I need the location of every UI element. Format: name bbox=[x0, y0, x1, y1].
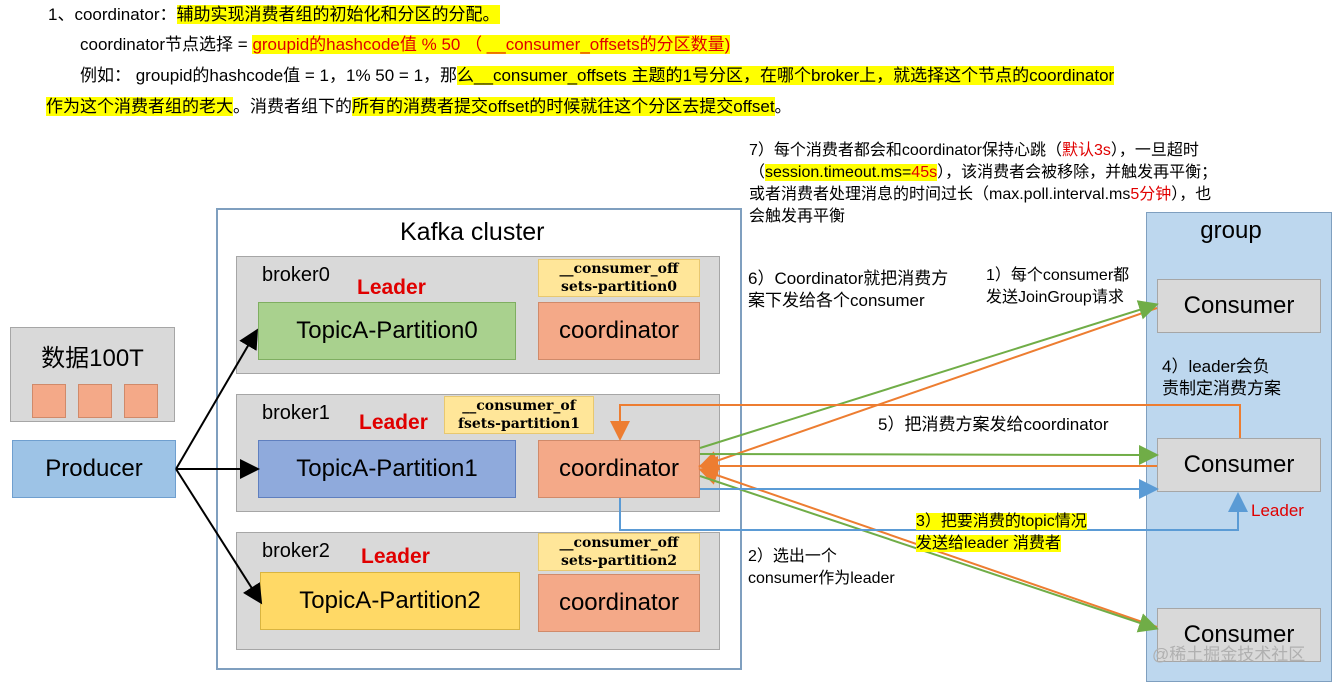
watermark: @稀土掘金技术社区 bbox=[1152, 645, 1306, 664]
joingroup-arrow-1 bbox=[698, 307, 1158, 471]
partition-2: TopicA-Partition2 bbox=[260, 572, 520, 630]
data-block bbox=[32, 384, 66, 418]
plan-arrow-2 bbox=[699, 444, 1159, 465]
data-box-label: 数据100T bbox=[41, 345, 144, 372]
broker-name: broker0 bbox=[262, 264, 330, 286]
leader-label: Leader bbox=[361, 545, 430, 568]
coordinator-0: coordinator bbox=[538, 302, 700, 360]
note-4: 4）leader会负责制定消费方案 bbox=[1162, 357, 1281, 398]
broker-name: broker1 bbox=[262, 402, 330, 424]
partition-1: TopicA-Partition1 bbox=[258, 440, 516, 498]
note-3: 3）把要消费的topic情况 发送给leader 消费者 bbox=[916, 513, 1087, 552]
producer-box: Producer bbox=[12, 440, 176, 498]
plan-to-coordinator-arrow bbox=[610, 404, 1241, 441]
plan-arrow-3 bbox=[699, 475, 1159, 633]
data-block bbox=[124, 384, 158, 418]
producer-arrow-2 bbox=[175, 468, 263, 605]
note-7: 7）每个消费者都会和coordinator保持心跳（默认3s），一旦超时 （se… bbox=[749, 142, 1218, 225]
data-block bbox=[78, 384, 112, 418]
note-1: 1）每个consumer都发送JoinGroup请求 bbox=[986, 267, 1130, 306]
leader-label: Leader bbox=[359, 411, 428, 434]
leader-label: Leader bbox=[357, 276, 426, 299]
producer-arrow-0 bbox=[175, 328, 259, 470]
header-line2: coordinator节点选择 = groupid的hashcode值 % 50… bbox=[80, 35, 731, 54]
header-line3: 例如： groupid的hashcode值 = 1，1% 50 = 1，那么__… bbox=[80, 66, 1115, 85]
consumer-leader-label: Leader bbox=[1251, 501, 1304, 520]
broker-name: broker2 bbox=[262, 540, 330, 562]
header-line1: 1、coordinator：辅助实现消费者组的初始化和分区的分配。 bbox=[48, 5, 500, 24]
coordinator-1: coordinator bbox=[538, 440, 700, 498]
consumer-3: Consumer bbox=[1157, 608, 1321, 662]
group-title: group bbox=[1200, 217, 1262, 244]
coordinator-2: coordinator bbox=[538, 574, 700, 632]
header-line4: 作为这个消费者组的老大。消费者组下的所有的消费者提交offset的时候就往这个分… bbox=[46, 97, 792, 116]
note-6: 6）Coordinator就把消费方案下发给各个consumer bbox=[748, 269, 949, 310]
plan-arrow-1 bbox=[699, 300, 1159, 449]
cluster-title: Kafka cluster bbox=[400, 218, 545, 246]
topic-info-arrow bbox=[619, 492, 1248, 531]
partition-0: TopicA-Partition0 bbox=[258, 302, 516, 360]
note-5: 5）把消费方案发给coordinator bbox=[878, 415, 1109, 434]
consumer-2: Consumer bbox=[1157, 438, 1321, 492]
data-box: 数据100T bbox=[10, 327, 175, 422]
